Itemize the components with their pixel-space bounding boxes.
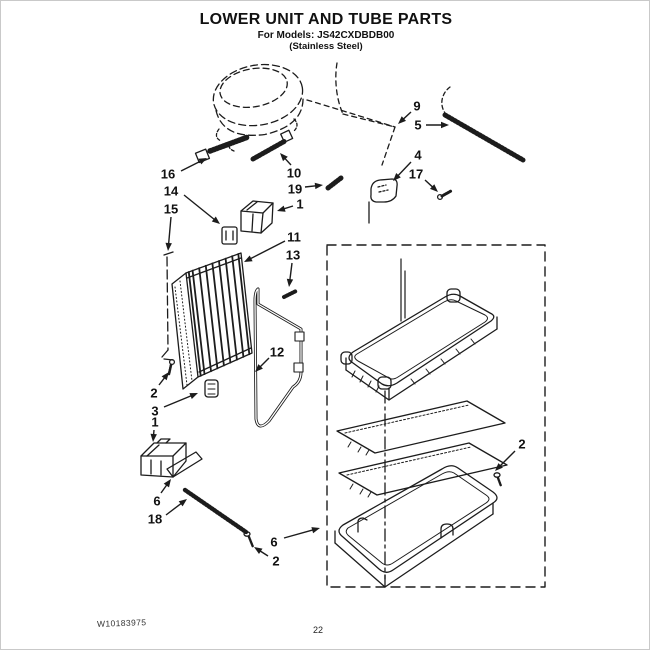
- svg-text:6: 6: [270, 535, 277, 550]
- svg-text:5: 5: [414, 118, 421, 133]
- callout-2: 2: [254, 547, 280, 569]
- svg-text:2: 2: [150, 386, 157, 401]
- callout-18: 18: [148, 499, 187, 527]
- tube-drawing: [306, 62, 396, 166]
- shelf-sheet-drawing: [336, 400, 506, 456]
- callout-17: 17: [409, 167, 438, 192]
- rail-15-drawing: [161, 251, 174, 361]
- svg-text:3: 3: [151, 404, 158, 419]
- svg-text:13: 13: [286, 248, 300, 263]
- callout-14: 14: [164, 184, 220, 224]
- svg-text:19: 19: [288, 182, 302, 197]
- bracket-1-lower-drawing: [140, 438, 187, 478]
- plate-6-drawing: [166, 451, 203, 478]
- svg-text:11: 11: [287, 230, 301, 245]
- finish-line: (Stainless Steel): [289, 40, 363, 52]
- callout-5: 5: [414, 118, 449, 133]
- shelf-sheet-drawing: [338, 442, 508, 498]
- svg-text:17: 17: [409, 167, 423, 182]
- models-line: For Models: JS42CXDBDB00: [257, 30, 395, 42]
- part4-box-drawing: [368, 178, 398, 224]
- callout-9: 9: [398, 99, 421, 124]
- svg-text:12: 12: [270, 345, 284, 360]
- callout-11: 11: [244, 230, 301, 262]
- clip-19-drawing: [325, 175, 344, 191]
- svg-text:14: 14: [164, 184, 179, 199]
- callout-6: 6: [270, 527, 320, 550]
- clip-3-drawing: [204, 379, 219, 398]
- svg-text:18: 18: [148, 512, 162, 527]
- svg-text:10: 10: [287, 166, 301, 181]
- svg-text:2: 2: [518, 437, 525, 452]
- callout-13: 13: [286, 248, 300, 287]
- callout-4: 4: [393, 148, 422, 181]
- tube-5-drawing: [441, 86, 526, 163]
- tube-fitting-drawing: [250, 129, 294, 162]
- part13-drawing: [282, 289, 298, 299]
- screw-17-drawing: [436, 189, 453, 201]
- box-1-drawing: [240, 200, 274, 234]
- screw-2-bottom-drawing: [243, 531, 255, 549]
- svg-text:16: 16: [161, 167, 175, 182]
- callout-16: 16: [161, 158, 207, 182]
- condenser-coil-drawing: [171, 252, 253, 390]
- callout-6: 6: [153, 479, 171, 509]
- svg-text:6: 6: [153, 494, 160, 509]
- svg-text:4: 4: [414, 148, 422, 163]
- svg-text:15: 15: [164, 202, 178, 217]
- tube-frame-drawing: [253, 287, 305, 428]
- rod-18-drawing: [182, 487, 249, 535]
- callout-19: 19: [288, 182, 323, 197]
- svg-text:1: 1: [296, 197, 303, 212]
- screw-2-right-drawing: [493, 472, 503, 488]
- page-number: 22: [313, 625, 324, 635]
- screw-2-left-drawing: [167, 358, 176, 376]
- upper-pan-drawing: [340, 258, 498, 401]
- svg-text:9: 9: [413, 99, 420, 114]
- bracket-14-drawing: [221, 226, 238, 245]
- callout-2: 2: [150, 372, 169, 401]
- document-number: W10183975: [96, 617, 147, 629]
- compressor-drawing: [212, 63, 304, 152]
- callout-1: 1: [150, 415, 159, 442]
- callout-3: 3: [151, 393, 198, 419]
- callout-2: 2: [495, 437, 526, 471]
- svg-text:2: 2: [272, 554, 279, 569]
- page-header: LOWER UNIT AND TUBE PARTS For Models: JS…: [1, 11, 649, 53]
- enclosure-dashed-box: [326, 244, 546, 588]
- callout-1: 1: [277, 197, 304, 212]
- lower-pan-drawing: [334, 465, 498, 588]
- callout-12: 12: [255, 345, 284, 372]
- page-title: LOWER UNIT AND TUBE PARTS: [199, 11, 453, 28]
- callout-10: 10: [280, 153, 301, 181]
- svg-text:1: 1: [151, 415, 158, 430]
- callout-15: 15: [164, 202, 178, 251]
